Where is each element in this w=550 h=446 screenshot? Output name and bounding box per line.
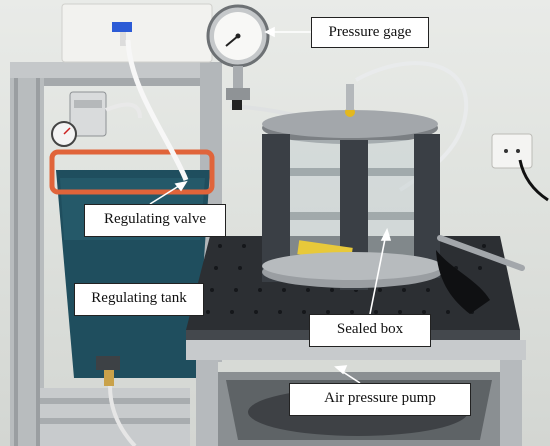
table-hole: [374, 310, 378, 314]
regulating-tank-label: Regulating tank: [74, 283, 204, 316]
table-hole: [482, 244, 486, 248]
left-aluminum-frame: [10, 62, 222, 446]
table-hole: [402, 288, 406, 292]
table-hole: [278, 310, 282, 314]
table-hole: [330, 288, 334, 292]
regulating-valve-label: Regulating valve: [84, 204, 226, 237]
sealed-box-chamber: [262, 84, 442, 290]
table-hole: [398, 310, 402, 314]
wall-socket: [491, 133, 549, 202]
table-hole: [254, 310, 258, 314]
table-hole: [218, 244, 222, 248]
tools-on-table: [436, 235, 525, 314]
table-hole: [230, 310, 234, 314]
table-hole: [306, 288, 310, 292]
sealed-box-label: Sealed box: [309, 314, 431, 347]
air-pressure-pump-label: Air pressure pump: [289, 383, 471, 416]
table-hole: [446, 310, 450, 314]
table-hole: [326, 310, 330, 314]
water-reservoir: [61, 3, 213, 63]
table-hole: [238, 266, 242, 270]
table-hole: [282, 288, 286, 292]
table-hole: [378, 288, 382, 292]
table-hole: [422, 310, 426, 314]
table-hole: [350, 310, 354, 314]
table-hole: [426, 288, 430, 292]
table-hole: [242, 244, 246, 248]
pressure-gage-label: Pressure gage: [311, 17, 429, 48]
pressure-gage-device: [206, 4, 270, 110]
table-hole: [210, 288, 214, 292]
table-hole: [206, 310, 210, 314]
table-hole: [214, 266, 218, 270]
table-hole: [302, 310, 306, 314]
regulating-valve-assembly: [51, 91, 142, 147]
table-hole: [478, 266, 482, 270]
table-hole: [234, 288, 238, 292]
table-hole: [258, 288, 262, 292]
